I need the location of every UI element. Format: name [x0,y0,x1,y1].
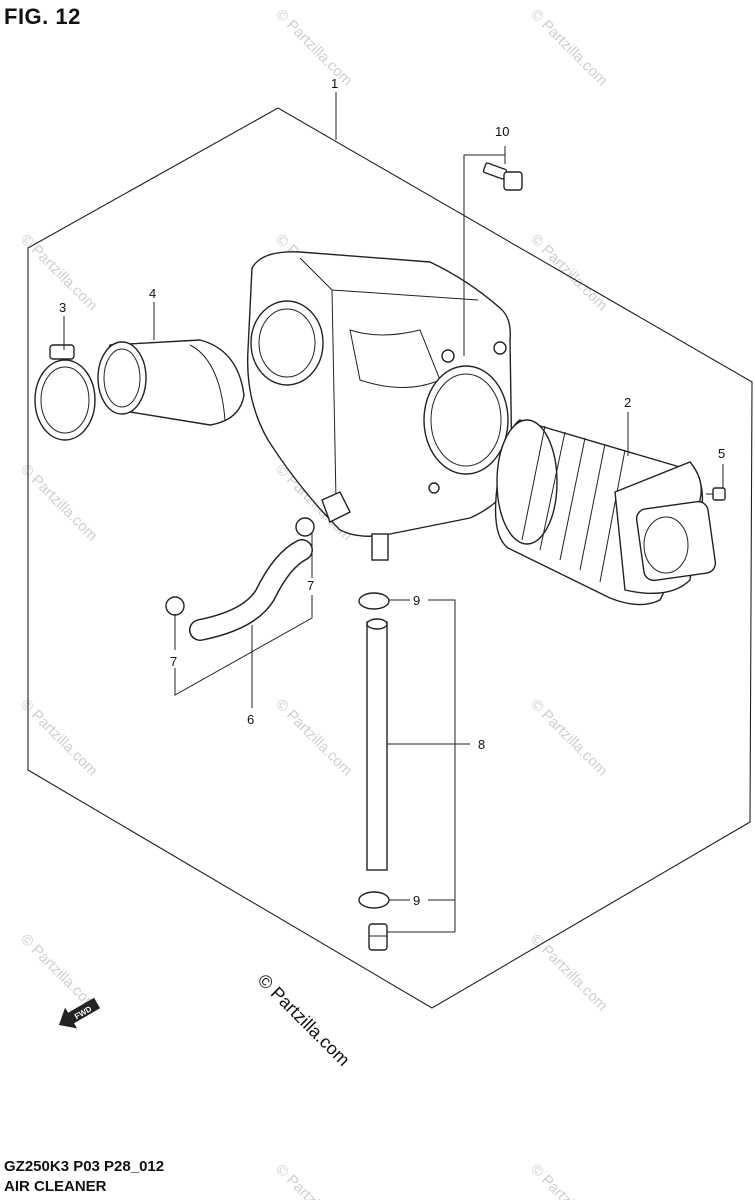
watermark: © Partzilla.com [17,461,100,544]
watermark: © Partzilla.com [527,931,610,1014]
callout-5: 5 [718,446,725,461]
callout-2: 2 [624,395,631,410]
air-filter-element [494,419,717,606]
callout-10: 10 [495,124,509,139]
callout-6: 6 [247,712,254,727]
case-mounting-bolt [482,162,523,191]
drain-clip [358,592,390,610]
callout-labels: 1 2 3 4 5 6 7 7 8 9 9 10 [59,76,725,908]
callout-9: 9 [413,593,420,608]
drain-plug [368,923,388,951]
diagram-code: GZ250K3 P03 P28_012 [4,1158,165,1175]
drain-tube [366,618,388,871]
callout-3: 3 [59,300,66,315]
figure-title: FIG. 12 [4,4,81,29]
callout-8: 8 [478,737,485,752]
callout-4: 4 [149,286,156,301]
air-cleaner-case [246,251,513,561]
callout-1: 1 [331,76,338,91]
drain-hose [189,539,313,641]
watermark: © Partzilla.com [272,696,355,779]
hose-clip [295,517,315,537]
drain-clip [358,891,390,909]
watermark: © Partzilla.com [272,1161,355,1200]
watermark: © Partzilla.com [527,1161,610,1200]
callout-7: 7 [170,654,177,669]
intake-clamp [34,344,96,441]
leader-lines [63,92,724,933]
intake-boot [97,339,245,426]
watermark: © Partzilla.com [527,231,610,314]
assembly-frame [27,107,753,1009]
diagram-name: AIR CLEANER [4,1178,107,1195]
watermark: © Partzilla.com [527,696,610,779]
callout-9: 9 [413,893,420,908]
watermark: © Partzilla.com [527,6,610,89]
watermark: © Partzilla.com [272,6,355,89]
hose-clip [165,596,185,616]
callout-7: 7 [307,578,314,593]
watermark: © Partzilla.com [17,696,100,779]
element-screw [706,487,726,501]
